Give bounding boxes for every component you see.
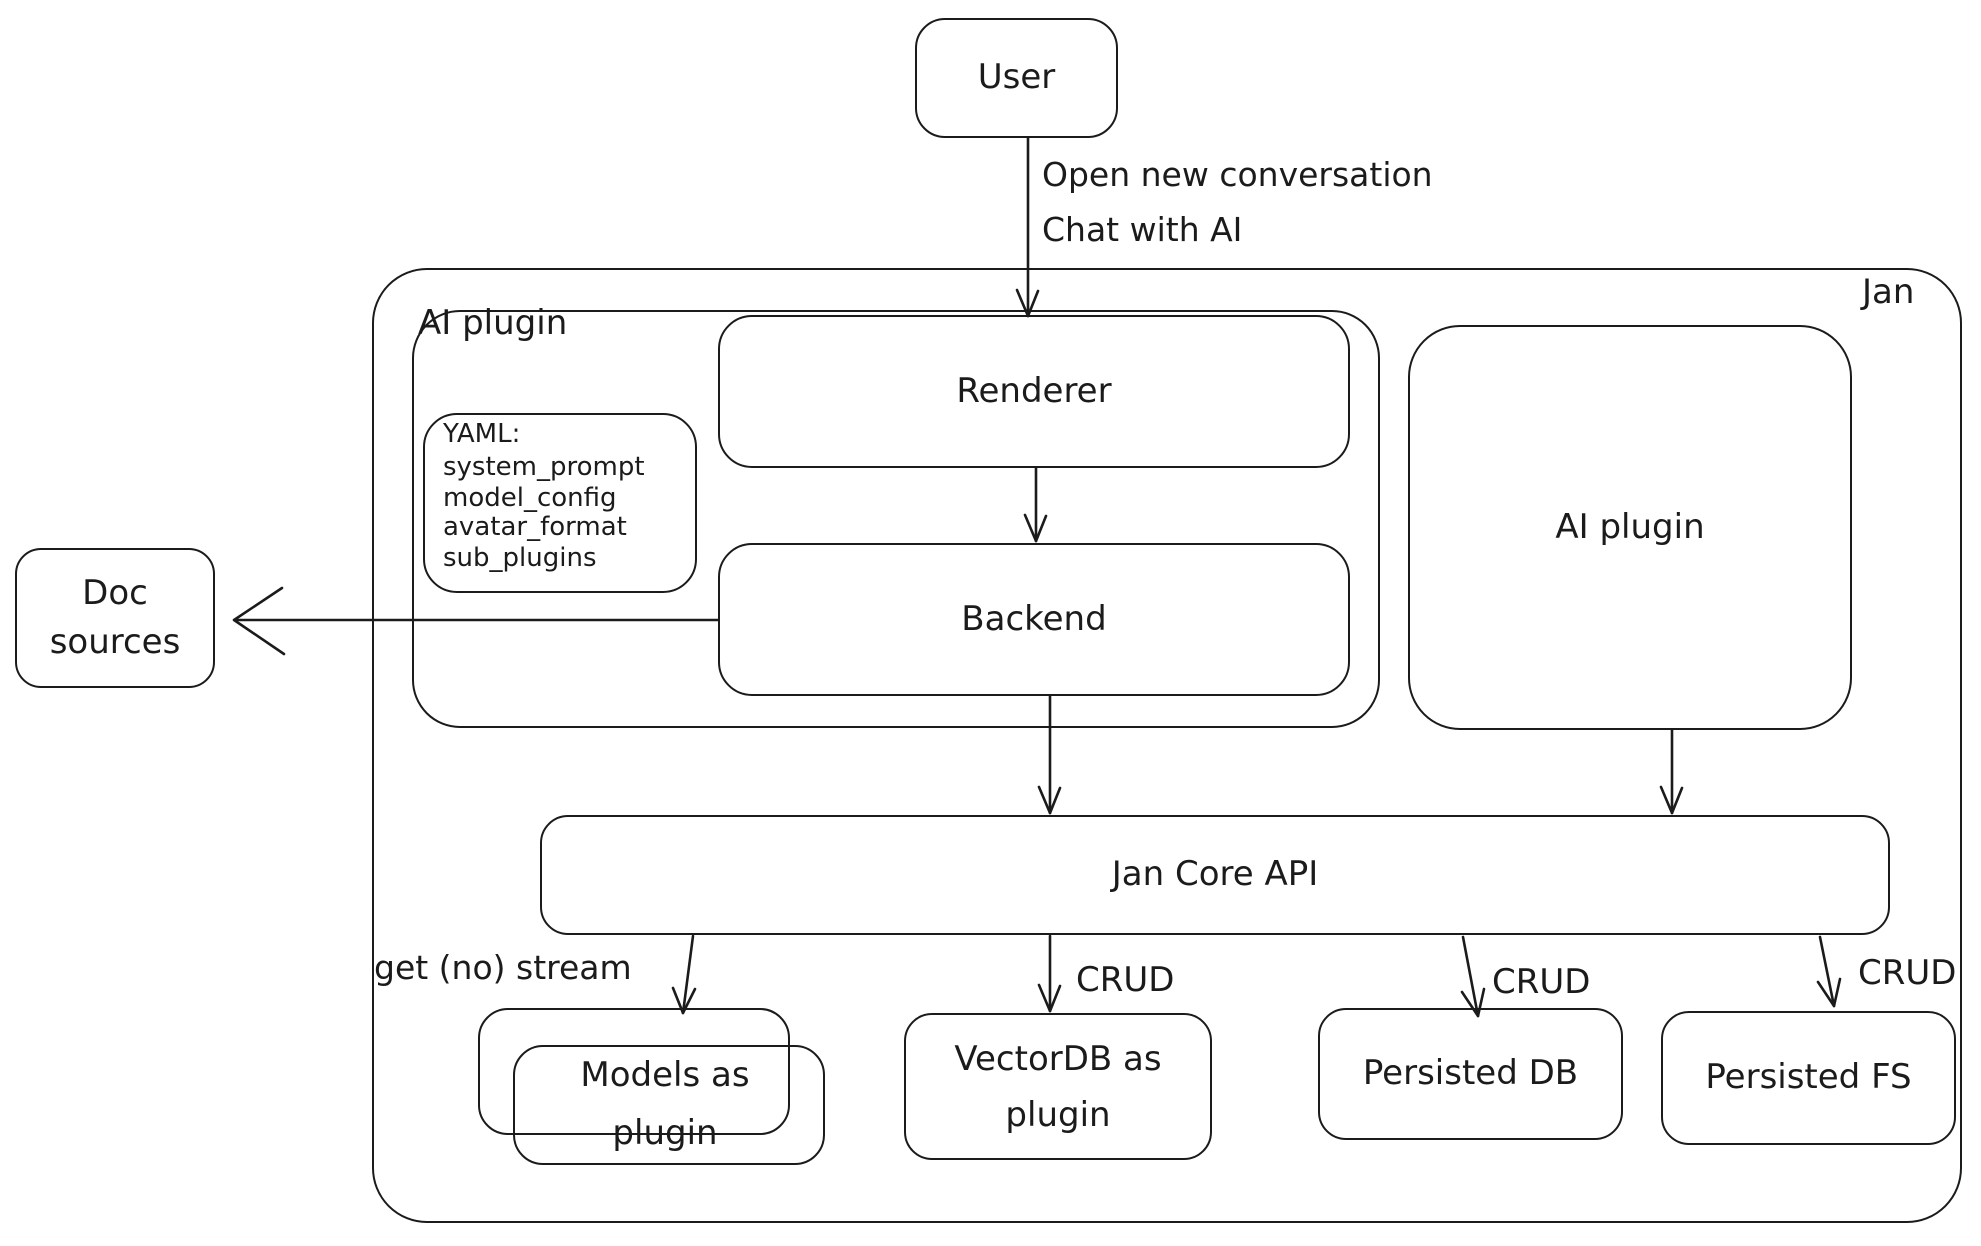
node-persisted-fs: Persisted FS bbox=[1661, 1011, 1956, 1145]
edge-label-user-line2: Chat with AI bbox=[1042, 210, 1243, 249]
yaml-note-box bbox=[423, 413, 697, 593]
jan-container-box bbox=[372, 268, 1962, 1223]
node-jan-core-api-label: Jan Core API bbox=[1111, 854, 1319, 895]
edge-label-crud-vectordb: CRUD bbox=[1076, 960, 1175, 1000]
edge-label-crud-persisted-db: CRUD bbox=[1492, 962, 1591, 1002]
yaml-note-line-1: YAML: bbox=[443, 419, 521, 449]
edge-label-user-line1: Open new conversation bbox=[1042, 155, 1433, 194]
node-backend: Backend bbox=[718, 543, 1350, 696]
node-renderer-label: Renderer bbox=[956, 370, 1112, 411]
jan-container-label: Jan bbox=[1862, 272, 1915, 312]
node-renderer: Renderer bbox=[718, 315, 1350, 468]
node-vectordb-as-plugin: VectorDB as plugin bbox=[904, 1013, 1212, 1160]
node-models-as-plugin bbox=[513, 1045, 825, 1165]
yaml-note-line-4: avatar_format bbox=[443, 512, 627, 542]
ai-plugin-container-box bbox=[412, 310, 1380, 728]
yaml-note-line-5: sub_plugins bbox=[443, 543, 597, 573]
node-backend-label: Backend bbox=[961, 598, 1107, 639]
node-persisted-db: Persisted DB bbox=[1318, 1008, 1623, 1140]
node-persisted-fs-label: Persisted FS bbox=[1705, 1057, 1912, 1098]
node-doc-sources-label: Doc sources bbox=[49, 572, 181, 662]
node-ai-plugin-right-label: AI plugin bbox=[1555, 506, 1705, 547]
node-user-label: User bbox=[977, 57, 1056, 98]
yaml-note-line-2: system_prompt bbox=[443, 452, 645, 482]
node-user: User bbox=[915, 18, 1118, 138]
node-models-as-plugin-label: Models as plugin bbox=[580, 1055, 750, 1153]
node-vectordb-as-plugin-label: VectorDB as plugin bbox=[954, 1038, 1162, 1135]
ai-plugin-container-label: AI plugin bbox=[418, 303, 568, 343]
node-persisted-db-label: Persisted DB bbox=[1362, 1053, 1579, 1094]
edge-label-crud-persisted-fs: CRUD bbox=[1858, 953, 1957, 993]
node-models-as-plugin-back-box bbox=[478, 1008, 790, 1135]
edge-label-get-no-stream: get (no) stream bbox=[374, 948, 632, 987]
node-jan-core-api: Jan Core API bbox=[540, 815, 1890, 935]
node-ai-plugin-right: AI plugin bbox=[1408, 325, 1852, 730]
yaml-note-line-3: model_config bbox=[443, 483, 617, 513]
node-doc-sources: Doc sources bbox=[15, 548, 215, 688]
